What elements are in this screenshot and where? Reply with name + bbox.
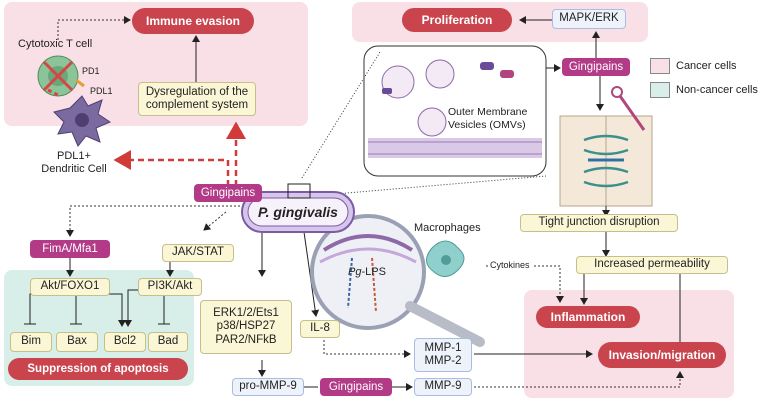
suppression-apoptosis-pill: Suppression of apoptosis (8, 358, 188, 380)
magnifier-lens (310, 214, 426, 330)
pd1-label: PD1 (82, 66, 100, 76)
p-gingivalis-label: P. gingivalis (258, 204, 338, 220)
cytokines-label: Cytokines (488, 260, 532, 270)
erk-group-box: ERK1/2/Ets1 p38/HSP27 PAR2/NFkB (200, 300, 292, 354)
gingipains-tag-top-right: Gingipains (562, 58, 630, 76)
pg-lps-prefix: Pg (348, 266, 362, 278)
inflammation-pill: Inflammation (536, 306, 640, 328)
dendritic-cell-illustration (53, 95, 112, 147)
pg-lps-label: Pg-LPS (348, 266, 386, 278)
legend-cancer-label: Cancer cells (676, 60, 737, 72)
tight-junction-box: Tight junction disruption (520, 214, 678, 232)
tight-junction-illustration (559, 86, 653, 207)
legend-noncancer-swatch (650, 82, 670, 98)
increased-permeability-box: Increased permeability (576, 256, 728, 274)
pdl1-label: PDL1 (90, 86, 113, 96)
pro-mmp9-box: pro-MMP-9 (232, 378, 304, 396)
cytotoxic-t-cell-label: Cytotoxic T cell (18, 38, 93, 50)
il8-box: IL-8 (300, 320, 340, 338)
fima-mfa1-tag: FimA/Mfa1 (30, 240, 110, 258)
mmp12-box: MMP-1 MMP-2 (414, 338, 472, 372)
bim-box: Bim (10, 332, 52, 352)
immune-evasion-pill: Immune evasion (132, 8, 254, 34)
omv-label: Outer Membrane Vesicles (OMVs) (448, 106, 528, 131)
mmp9-box: MMP-9 (414, 378, 472, 396)
pg-lps-suffix: -LPS (361, 266, 386, 278)
proliferation-pill: Proliferation (402, 8, 512, 32)
legend-noncancer-label: Non-cancer cells (676, 84, 758, 96)
pi3k-akt-box: PI3K/Akt (138, 278, 202, 296)
pdl1-dendritic-label: PDL1+ Dendritic Cell (41, 150, 107, 175)
dysregulation-box: Dysregulation of the complement system (138, 82, 256, 116)
macrophages-label: Macrophages (414, 222, 481, 234)
akt-foxo1-box: Akt/FOXO1 (30, 278, 110, 296)
bax-box: Bax (56, 332, 98, 352)
jak-stat-box: JAK/STAT (162, 244, 234, 262)
legend: Cancer cells Non-cancer cells (650, 54, 778, 108)
macrophage-illustration (426, 240, 465, 277)
bcl2-box: Bcl2 (104, 332, 146, 352)
gingipains-tag-bottom: Gingipains (320, 378, 392, 396)
legend-cancer-swatch (650, 58, 670, 74)
gingipains-tag-left: Gingipains (194, 184, 262, 202)
mapk-erk-box: MAPK/ERK (552, 9, 626, 29)
bad-box: Bad (148, 332, 188, 352)
t-cell-illustration (37, 55, 85, 97)
invasion-migration-pill: Invasion/migration (598, 342, 726, 368)
